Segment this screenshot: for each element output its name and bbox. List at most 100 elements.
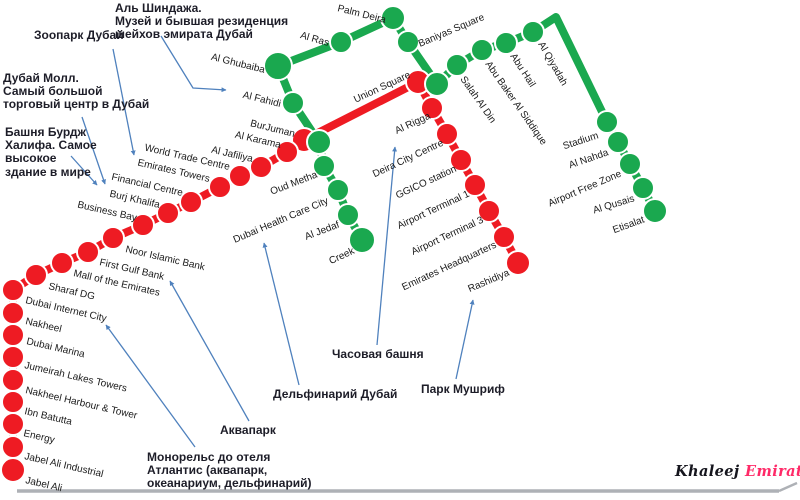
station-al-jedaf bbox=[336, 203, 360, 227]
connector-monorail-arrow bbox=[105, 324, 196, 448]
station-salah-al-din bbox=[445, 53, 469, 77]
station-union-square-green bbox=[424, 71, 450, 97]
annotation-line: Дубай Молл. bbox=[3, 71, 79, 85]
station-label-abu-baker-al-siddique: Abu Baker Al Siddique bbox=[483, 59, 549, 147]
station-label-al-jedaf: Al Jedaf bbox=[303, 219, 341, 242]
station-energy bbox=[1, 412, 25, 436]
connector-dubai-mall-arrow bbox=[81, 116, 106, 185]
station-burjuman-green bbox=[306, 129, 332, 155]
annotation-clock-tower: Часовая башня bbox=[332, 347, 424, 361]
station-nakheel-harbour-tower bbox=[1, 368, 25, 392]
annotation-line: Дельфинарий Дубай bbox=[273, 387, 398, 401]
station-al-nahda bbox=[606, 130, 630, 154]
station-palm-deira bbox=[380, 5, 406, 31]
connector-aquapark-arrow bbox=[169, 280, 250, 422]
station-dubai-internet-city bbox=[1, 278, 25, 302]
annotation-line: Халифа. Самое bbox=[5, 138, 97, 153]
annotation-line: здание в мире bbox=[5, 164, 91, 179]
station-label-energy: Energy bbox=[22, 428, 55, 446]
brand-logo: Khaleej Emirates bbox=[675, 463, 800, 480]
station-label-etisalat: Etisalat bbox=[611, 214, 646, 236]
station-sharaf-dg bbox=[24, 263, 48, 287]
annotation-line: Атлантис (аквапарк, bbox=[147, 463, 268, 478]
station-mall-of-the-emirates bbox=[50, 251, 74, 275]
annotation-line: торговый центр в Дубай bbox=[3, 97, 150, 112]
station-label-ggico-station: GGICO station bbox=[394, 164, 458, 202]
brand-logo-left: Khaleej bbox=[675, 463, 740, 480]
station-al-karama bbox=[275, 140, 299, 164]
station-creek bbox=[348, 226, 376, 254]
station-burj-khalifa bbox=[156, 201, 180, 225]
annotation-line: Зоопарк Дубай bbox=[34, 28, 124, 42]
annotation-line: Музей и бывшая резиденция bbox=[115, 14, 289, 29]
station-oud-metha bbox=[312, 154, 336, 178]
station-nakheel bbox=[1, 301, 25, 325]
station-airport-terminal-1 bbox=[463, 173, 487, 197]
connector-clock-tower-arrow bbox=[376, 146, 398, 346]
station-label-creek: Creek bbox=[327, 245, 357, 267]
station-label-ibn-batutta: Ibn Batutta bbox=[23, 406, 73, 428]
station-label-jabel-ali-industrial: Jabel Ali Industrial bbox=[23, 451, 104, 480]
station-world-trade-centre bbox=[228, 164, 252, 188]
station-noor-islamic-bank bbox=[101, 226, 125, 250]
station-label-rashidiya: Rashidiya bbox=[466, 267, 511, 294]
station-al-jafiliya bbox=[249, 155, 273, 179]
annotation-dubai-zoo: Зоопарк Дубай bbox=[34, 28, 124, 42]
station-label-al-nahda: Al Nahda bbox=[567, 147, 610, 171]
station-airport-terminal-3 bbox=[477, 199, 501, 223]
station-al-qusais bbox=[631, 176, 655, 200]
station-label-nakheel: Nakheel bbox=[24, 316, 62, 335]
connector-dolphinarium-arrow bbox=[262, 242, 300, 386]
station-emirates-headquarters bbox=[492, 225, 516, 249]
station-etisalat bbox=[642, 198, 668, 224]
annotation-line: Аль Шиндажа. bbox=[115, 1, 202, 15]
station-abu-hail bbox=[494, 31, 518, 55]
annotation-line: Башня Бурдж bbox=[5, 125, 87, 139]
station-label-abu-hail: Abu Hail bbox=[507, 52, 537, 90]
station-al-qiyadah bbox=[521, 20, 545, 44]
station-business-bay bbox=[131, 213, 155, 237]
station-stadium bbox=[595, 110, 619, 134]
station-label-dubai-marina: Dubai Marina bbox=[25, 336, 86, 360]
station-dubai-health-care-city bbox=[326, 178, 350, 202]
annotation-line: высокое bbox=[5, 151, 57, 166]
station-label-salah-al-din: Salah Al Din bbox=[458, 74, 498, 125]
station-dubai-marina bbox=[1, 323, 25, 347]
station-label-sharaf-dg: Sharaf DG bbox=[47, 281, 96, 302]
annotation-line: Аквапарк bbox=[220, 423, 276, 437]
annotation-line: Самый большой bbox=[3, 84, 103, 99]
station-jumeirah-lakes-towers bbox=[1, 345, 25, 369]
connector-mushrif-park-arrow bbox=[455, 299, 475, 380]
station-emirates-towers bbox=[208, 175, 232, 199]
station-abu-baker-al-siddique bbox=[470, 38, 494, 62]
station-deira-city-centre bbox=[435, 122, 459, 146]
station-label-al-ghubaiba: Al Ghubaiba bbox=[210, 52, 266, 76]
station-label-stadium: Stadium bbox=[562, 130, 600, 152]
station-al-rigga bbox=[420, 96, 444, 120]
annotation-line: океанариум, дельфинарий) bbox=[147, 476, 312, 491]
station-label-al-qusais: Al Qusais bbox=[592, 193, 636, 216]
station-al-fahidi bbox=[281, 91, 305, 115]
station-label-al-rigga: Al Rigga bbox=[393, 111, 432, 137]
connector-shindagha-arrow bbox=[160, 35, 227, 93]
annotation-line: Часовая башня bbox=[332, 347, 424, 361]
annotation-mushrif-park: Парк Мушриф bbox=[421, 382, 505, 396]
station-jabel-ali bbox=[0, 457, 26, 483]
station-airport-free-zone bbox=[618, 152, 642, 176]
station-ibn-batutta bbox=[1, 390, 25, 414]
connector-burj-tower-arrow bbox=[70, 155, 98, 186]
station-first-gulf-bank bbox=[76, 240, 100, 264]
station-financial-centre bbox=[179, 190, 203, 214]
station-rashidiya bbox=[505, 250, 531, 276]
station-al-ghubaiba bbox=[263, 51, 293, 81]
station-baniyas-square bbox=[396, 30, 420, 54]
annotation-line: Парк Мушриф bbox=[421, 382, 505, 396]
station-label-al-qiyadah: Al Qiyadah bbox=[535, 40, 569, 88]
connector-zoo-arrow bbox=[112, 48, 136, 156]
annotation-dolphinarium: Дельфинарий Дубай bbox=[273, 387, 398, 401]
annotation-line: шейхов эмирата Дубай bbox=[115, 27, 253, 42]
